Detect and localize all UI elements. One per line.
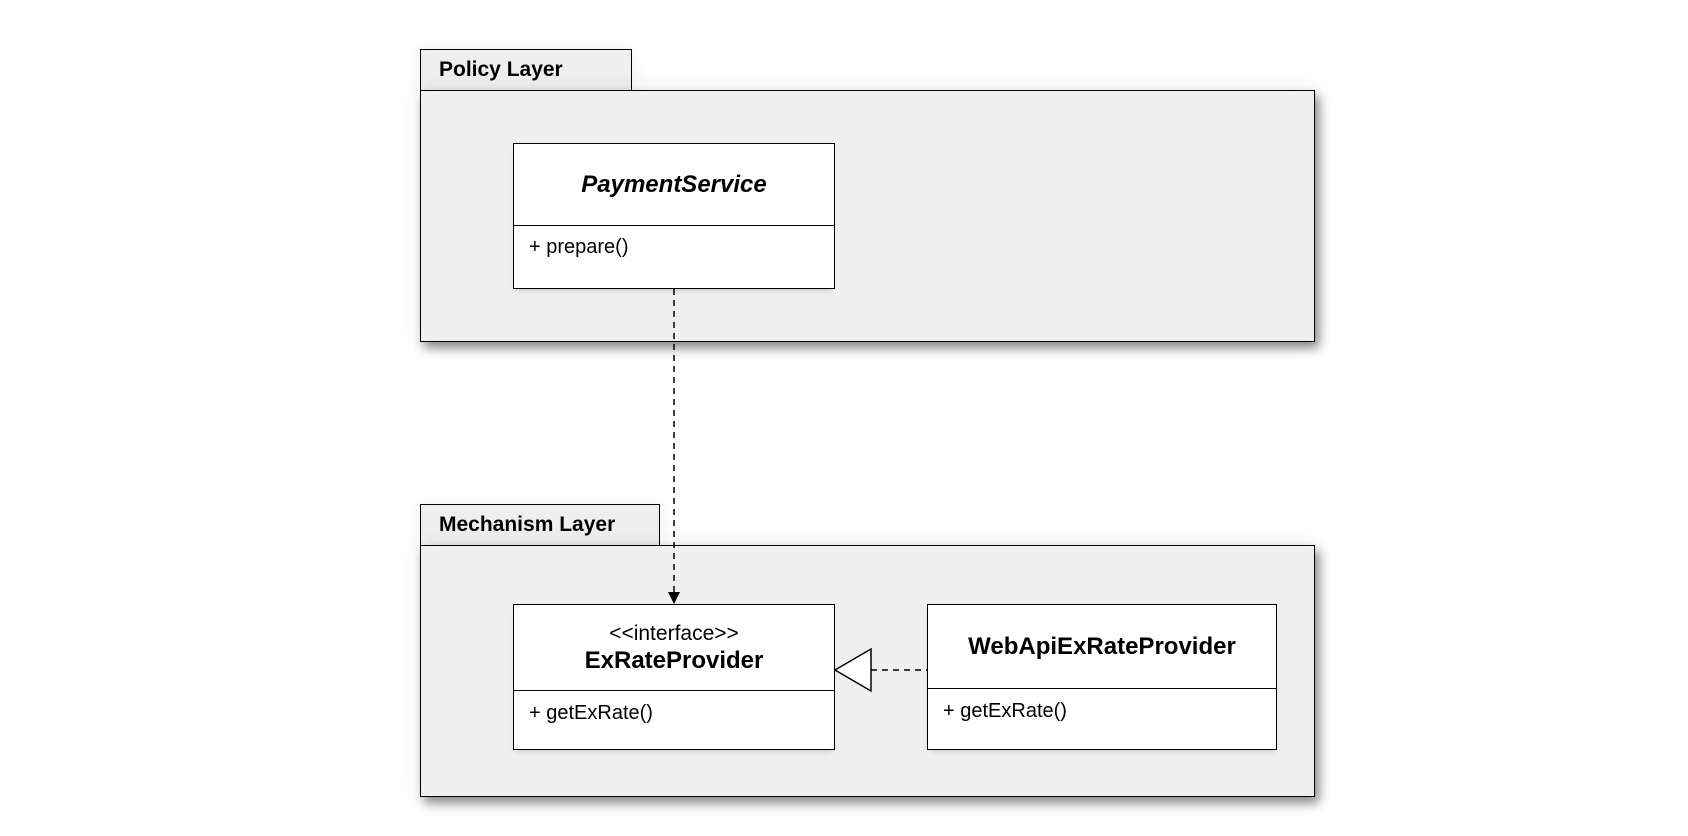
interface-stereotype: <<interface>>: [609, 621, 739, 645]
policy-layer-label: Policy Layer: [439, 58, 563, 81]
web-api-ex-rate-provider-name: WebApiExRateProvider: [968, 632, 1236, 660]
web-api-ex-rate-provider-header: WebApiExRateProvider: [928, 605, 1276, 689]
ex-rate-provider-interface: <<interface>> ExRateProvider + getExRate…: [513, 604, 835, 750]
ex-rate-provider-name: ExRateProvider: [584, 646, 764, 674]
mechanism-layer-label: Mechanism Layer: [439, 513, 616, 536]
payment-service-header: PaymentService: [514, 144, 834, 226]
web-api-ex-rate-provider-operation: + getExRate(): [943, 700, 1067, 722]
payment-service-operation: + prepare(): [529, 236, 629, 258]
mechanism-layer-tab: Mechanism Layer: [420, 504, 660, 546]
ex-rate-provider-operation: + getExRate(): [529, 702, 653, 724]
ex-rate-provider-header: <<interface>> ExRateProvider: [514, 605, 834, 691]
payment-service-name: PaymentService: [581, 170, 767, 198]
policy-layer-tab: Policy Layer: [420, 49, 632, 91]
web-api-ex-rate-provider-class: WebApiExRateProvider + getExRate(): [927, 604, 1277, 750]
payment-service-class: PaymentService + prepare(): [513, 143, 835, 289]
